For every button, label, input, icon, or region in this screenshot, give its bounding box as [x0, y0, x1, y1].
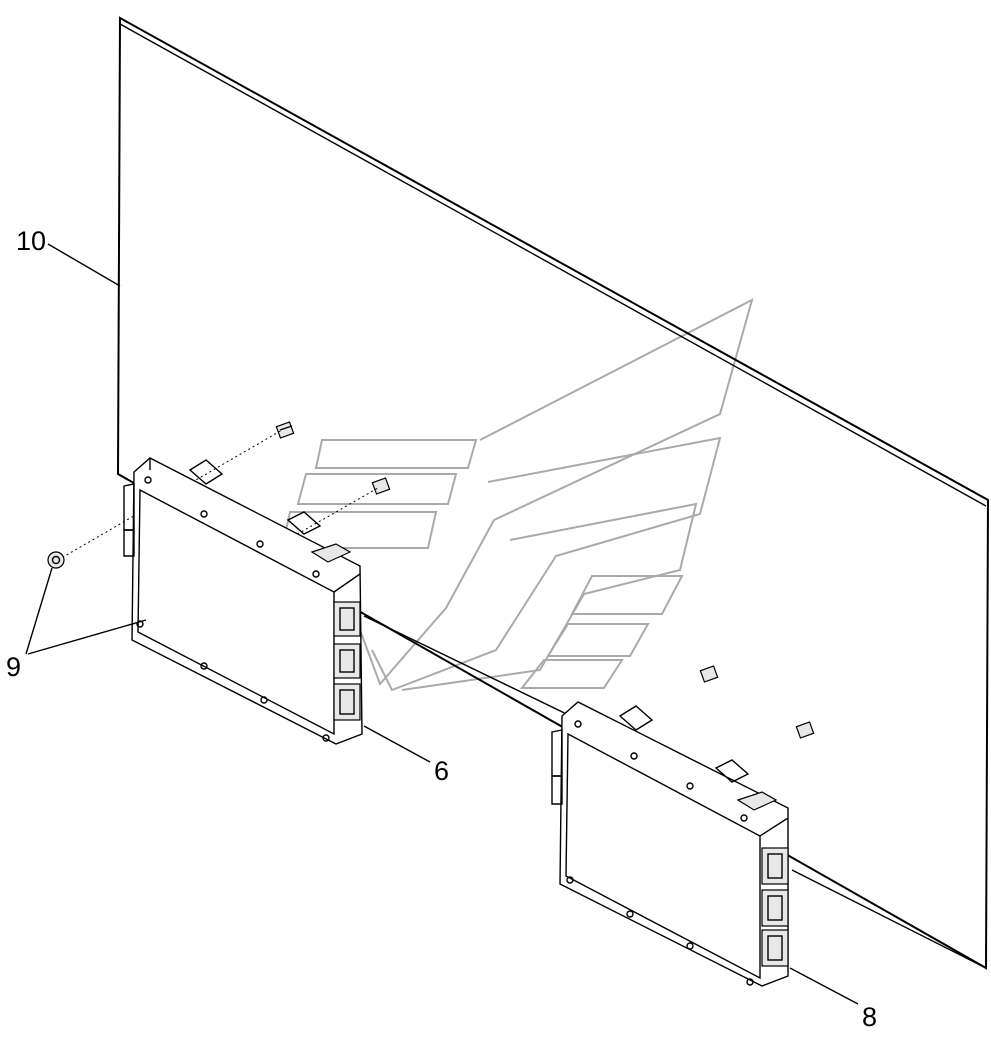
leader-line-nut-right — [27, 619, 147, 655]
leader-line-module-right — [789, 967, 859, 1005]
callout-label-nuts: 9 — [6, 652, 21, 682]
callout-label-module-left: 6 — [434, 756, 449, 786]
nut-left — [47, 551, 65, 569]
assembly-line-upper — [57, 429, 283, 561]
leader-line-nut-left — [25, 567, 53, 655]
electronic-module-right — [551, 701, 789, 987]
connection-line-8-panel — [791, 869, 987, 969]
electronic-module-left — [123, 457, 363, 745]
callout-label-module-right: 8 — [862, 1002, 877, 1032]
stud-upper-left — [275, 421, 295, 439]
stud-middle-left — [371, 477, 391, 495]
stud-upper-right — [699, 665, 719, 683]
callout-label-panel: 10 — [16, 226, 46, 256]
leader-line-module-left — [363, 725, 431, 763]
stud-lower-right — [795, 721, 815, 739]
leader-line-panel — [47, 243, 121, 287]
